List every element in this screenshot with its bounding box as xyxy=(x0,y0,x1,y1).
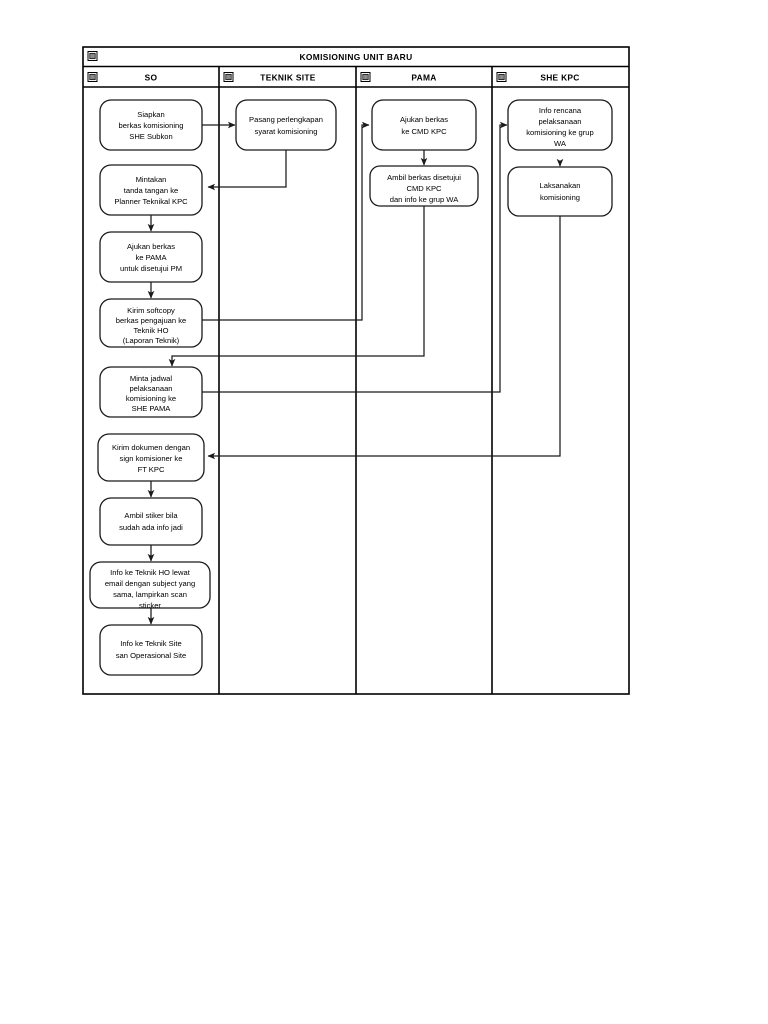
node-line: ke PAMA xyxy=(135,253,167,262)
node-so-3[interactable]: Ajukan berkas ke PAMA untuk disetujui PM xyxy=(99,231,203,283)
collapse-minus-icon[interactable] xyxy=(87,51,98,61)
edge-so5-sk1 xyxy=(202,121,508,393)
node-line: sudah ada info jadi xyxy=(119,523,183,532)
node-so-1[interactable]: Siapkan berkas komisioning SHE Subkon xyxy=(99,99,203,151)
edge-so4-pm1 xyxy=(202,121,370,321)
node-line: Info ke Teknik HO lewat xyxy=(110,568,191,577)
node-line: pelaksanaan xyxy=(538,117,581,126)
node-line: Kirim softcopy xyxy=(127,306,175,315)
edge-sk2-so6 xyxy=(207,216,561,460)
node-line: (Laporan Teknik) xyxy=(123,336,180,345)
node-line: san Operasional Site xyxy=(116,651,187,660)
node-line: komisioning ke grup xyxy=(526,128,594,137)
collapse-minus-icon[interactable] xyxy=(496,72,507,82)
lane-header-teknik-site[interactable]: TEKNIK SITE xyxy=(223,72,316,83)
node-line: Pasang perlengkapan xyxy=(249,115,323,124)
node-sk-2[interactable]: Laksanakan komisioning xyxy=(507,166,613,217)
lane-header-so[interactable]: SO xyxy=(87,72,158,83)
edge-ts1-so2 xyxy=(207,150,287,191)
node-line: Ambil berkas disetujui xyxy=(387,173,461,182)
node-line: FT KPC xyxy=(138,465,165,474)
band-title-row: KOMISIONING UNIT BARU xyxy=(87,51,413,62)
node-line: Info rencana xyxy=(539,106,582,115)
lane-label: SHE KPC xyxy=(540,73,579,83)
node-line: email dengan subject yang xyxy=(105,579,195,588)
node-so-9[interactable]: Info ke Teknik Site san Operasional Site xyxy=(99,624,203,676)
node-line: ke CMD KPC xyxy=(401,127,447,136)
node-line: WA xyxy=(554,139,567,148)
node-line: syarat komisioning xyxy=(255,127,318,136)
node-line: komisioning xyxy=(540,193,580,202)
edge-pm2-so5 xyxy=(168,206,425,367)
node-sk-1[interactable]: Info rencana pelaksanaan komisioning ke … xyxy=(507,99,613,151)
node-pm-2[interactable]: Ambil berkas disetujui CMD KPC dan info … xyxy=(369,165,479,207)
node-so-5[interactable]: Minta jadwal pelaksanaan komisioning ke … xyxy=(99,366,203,418)
node-line: tanda tangan ke xyxy=(124,186,178,195)
lane-label: TEKNIK SITE xyxy=(260,73,316,83)
node-line: sticker xyxy=(139,601,161,610)
node-pm-1[interactable]: Ajukan berkas ke CMD KPC xyxy=(371,99,477,151)
node-line: berkas komisioning xyxy=(119,121,184,130)
node-line: pelaksanaan xyxy=(129,384,172,393)
node-line: Mintakan xyxy=(136,175,167,184)
node-line: berkas pengajuan ke xyxy=(116,316,187,325)
band-title: KOMISIONING UNIT BARU xyxy=(300,52,413,62)
node-line: sama, lampirkan scan xyxy=(113,590,187,599)
collapse-minus-icon[interactable] xyxy=(223,72,234,82)
node-line: Planner Teknikal KPC xyxy=(114,197,188,206)
node-so-7[interactable]: Ambil stiker bila sudah ada info jadi xyxy=(99,497,203,546)
node-line: Minta jadwal xyxy=(130,374,173,383)
lane-label: PAMA xyxy=(411,73,436,83)
lane-label: SO xyxy=(145,73,158,83)
node-line: sign komisioner ke xyxy=(120,454,183,463)
node-line: dan info ke grup WA xyxy=(390,195,459,204)
node-line: Ambil stiker bila xyxy=(124,511,178,520)
node-line: Siapkan xyxy=(137,110,164,119)
node-ts-1[interactable]: Pasang perlengkapan syarat komisioning xyxy=(235,99,337,151)
node-line: komisioning ke xyxy=(126,394,176,403)
node-so-2[interactable]: Mintakan tanda tangan ke Planner Teknika… xyxy=(99,164,203,216)
node-line: Kirim dokumen dengan xyxy=(112,443,190,452)
collapse-minus-icon[interactable] xyxy=(360,72,371,82)
node-so-4[interactable]: Kirim softcopy berkas pengajuan ke Tekni… xyxy=(99,298,203,348)
node-so-8[interactable]: Info ke Teknik HO lewat email dengan sub… xyxy=(89,561,211,610)
node-line: Laksanakan xyxy=(540,181,581,190)
node-line: SHE PAMA xyxy=(132,404,172,413)
swimlane-frame xyxy=(82,46,630,695)
collapse-minus-icon[interactable] xyxy=(87,72,98,82)
node-line: Info ke Teknik Site xyxy=(120,639,182,648)
node-line: Teknik HO xyxy=(133,326,168,335)
node-so-6[interactable]: Kirim dokumen dengan sign komisioner ke … xyxy=(97,433,205,482)
connectors xyxy=(147,121,564,625)
node-line: untuk disetujui PM xyxy=(120,264,182,273)
lane-header-she-kpc[interactable]: SHE KPC xyxy=(496,72,580,83)
node-line: Ajukan berkas xyxy=(400,115,448,124)
lane-header-pama[interactable]: PAMA xyxy=(360,72,437,83)
node-line: CMD KPC xyxy=(406,184,442,193)
node-line: SHE Subkon xyxy=(129,132,172,141)
node-line: Ajukan berkas xyxy=(127,242,175,251)
